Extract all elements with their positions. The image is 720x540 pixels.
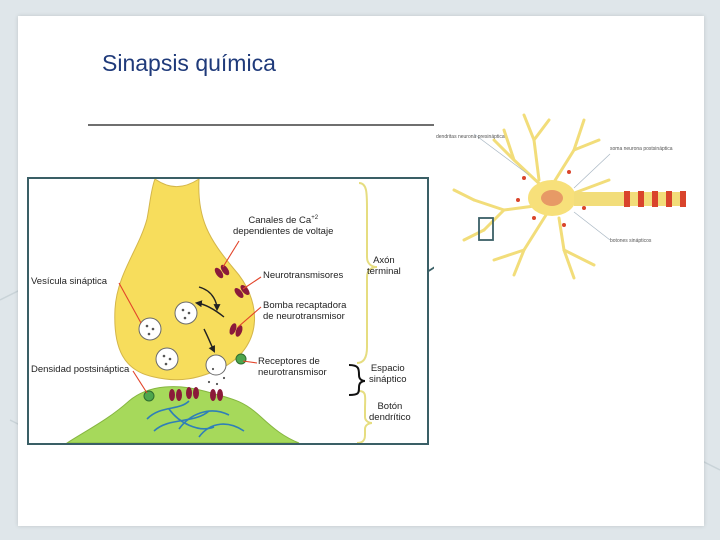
axon-terminal-shape [114,179,255,381]
pump-receptor-green [235,353,247,365]
synaptic-cleft-bracket [348,364,366,396]
synapse-diagram: Canales de Ca+2 dependientes de voltaje … [27,177,429,445]
vesicle-movement-arrows [194,286,225,353]
label-receptors: Receptores de neurotransmisor [258,356,327,378]
dendritic-button-shape [66,386,300,443]
synaptic-vesicles [138,301,227,376]
inset-label-postsynaptic: soma neurona postsináptica [610,146,673,152]
label-synaptic-cleft: Espacio sináptico [369,363,407,385]
neuron-overview-figure: dendritas neurona presináptica soma neur… [434,100,686,284]
label-dendritic-button: Botón dendrítico [369,401,411,423]
postsynaptic-density-filaments [146,400,245,438]
neuron-illustration [452,113,686,280]
title-underline [88,124,438,126]
inset-label-buttons: botones sinápticos [610,238,652,244]
region-brackets [356,182,378,443]
postsynaptic-receptor-green [143,390,155,402]
label-axon-terminal: Axón terminal [367,255,401,277]
label-reuptake-pump: Bomba recaptadora de neurotransmisor [263,300,347,322]
postsynaptic-receptors [169,387,223,401]
label-synaptic-vesicle: Vesícula sináptica [31,276,108,287]
inset-label-dendrites: dendritas neurona presináptica [436,134,505,140]
calcium-channels [214,264,250,298]
label-pointer-lines [118,240,262,394]
synapse-illustration [66,179,378,443]
slide-title: Sinapsis química [102,50,276,76]
label-neurotransmitters: Neurotransmisores [263,270,344,281]
label-postsynaptic-density: Densidad postsináptica [31,364,130,375]
label-calcium-channels: Canales de Ca+2 dependientes de voltaje [233,215,334,238]
reuptake-pump [229,323,243,337]
